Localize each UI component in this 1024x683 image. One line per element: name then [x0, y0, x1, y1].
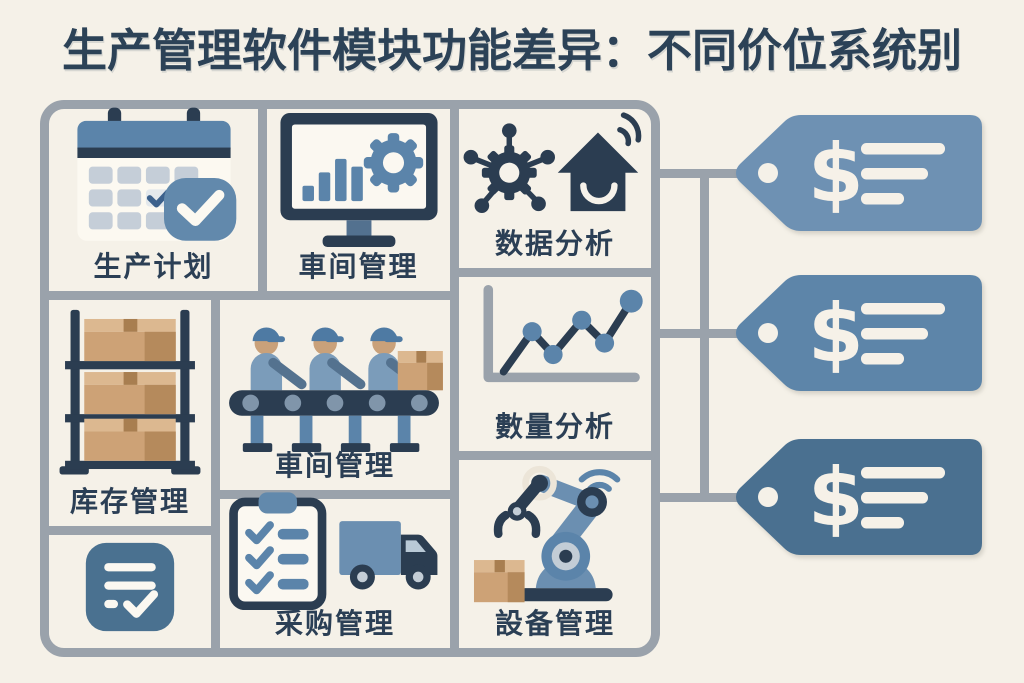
- module-label: 車间管理: [298, 251, 419, 282]
- cell-procurement-management: 采购管理: [220, 492, 450, 648]
- tag-text-line: [861, 353, 904, 365]
- module-label: 数据分析: [494, 228, 615, 259]
- module-grid-frame: [40, 100, 660, 657]
- gear-network-smart-home-icon: [463, 111, 642, 213]
- dollar-symbol: $: [808, 287, 864, 380]
- grid-divider: [450, 268, 656, 277]
- checklist-icon: [85, 542, 175, 631]
- cell-production-planning: 生产计划: [49, 107, 258, 291]
- grid-divider: [258, 104, 267, 300]
- grid-divider: [450, 451, 656, 460]
- cell-checklist: [49, 535, 211, 648]
- cell-quantity-analysis: 數量分析: [459, 277, 651, 451]
- cell-inventory-management: 库存管理: [49, 300, 211, 526]
- cell-workshop-management-line: 車间管理: [220, 300, 450, 490]
- grid-divider: [211, 291, 220, 651]
- price-tag-tier-1: $: [736, 115, 982, 231]
- tag-hole: [758, 487, 778, 507]
- module-label: 库存管理: [69, 486, 190, 517]
- module-label: 生产计划: [93, 251, 214, 282]
- tag-text-line: [861, 303, 945, 315]
- connector-line: [700, 169, 709, 502]
- tag-hole: [758, 163, 778, 183]
- assembly-line-workers-icon: [229, 327, 443, 452]
- monitor-analytics-gear-icon: [279, 112, 438, 248]
- tag-text-line: [861, 193, 904, 205]
- module-label: 數量分析: [494, 411, 615, 442]
- tag-text-line: [861, 168, 928, 180]
- module-label: 采购管理: [274, 608, 395, 639]
- clipboard-truck-icon: [229, 492, 438, 610]
- tag-text-line: [861, 328, 928, 340]
- grid-divider: [44, 291, 459, 300]
- robot-arm-wifi-icon: [473, 465, 621, 603]
- tag-text-line: [861, 467, 945, 479]
- cell-data-analysis: 数据分析: [459, 109, 651, 268]
- grid-divider: [450, 104, 459, 653]
- dollar-symbol: $: [808, 127, 864, 220]
- tag-text-line: [861, 143, 945, 155]
- connector-line: [655, 493, 739, 502]
- dollar-symbol: $: [808, 451, 864, 544]
- cell-equipment-management: 設备管理: [459, 460, 651, 648]
- module-label: 設备管理: [494, 608, 615, 639]
- price-tag-tier-2: $: [736, 275, 982, 391]
- grid-divider: [211, 490, 459, 499]
- price-tag-tier-3: $: [736, 439, 982, 555]
- connector-line: [655, 169, 739, 178]
- cell-workshop-management-monitor: 車间管理: [267, 109, 450, 291]
- tag-hole: [758, 323, 778, 343]
- tag-text-line: [861, 517, 904, 529]
- line-chart-icon: [483, 284, 643, 383]
- calendar-check-icon: [76, 107, 236, 241]
- tag-text-line: [861, 492, 928, 504]
- connector-line: [655, 329, 739, 338]
- grid-divider: [44, 526, 220, 535]
- warehouse-shelf-boxes-icon: [59, 309, 201, 475]
- page-title: 生产管理软件模块功能差异：不同价位系统别: [61, 25, 962, 76]
- module-label: 車间管理: [274, 450, 395, 481]
